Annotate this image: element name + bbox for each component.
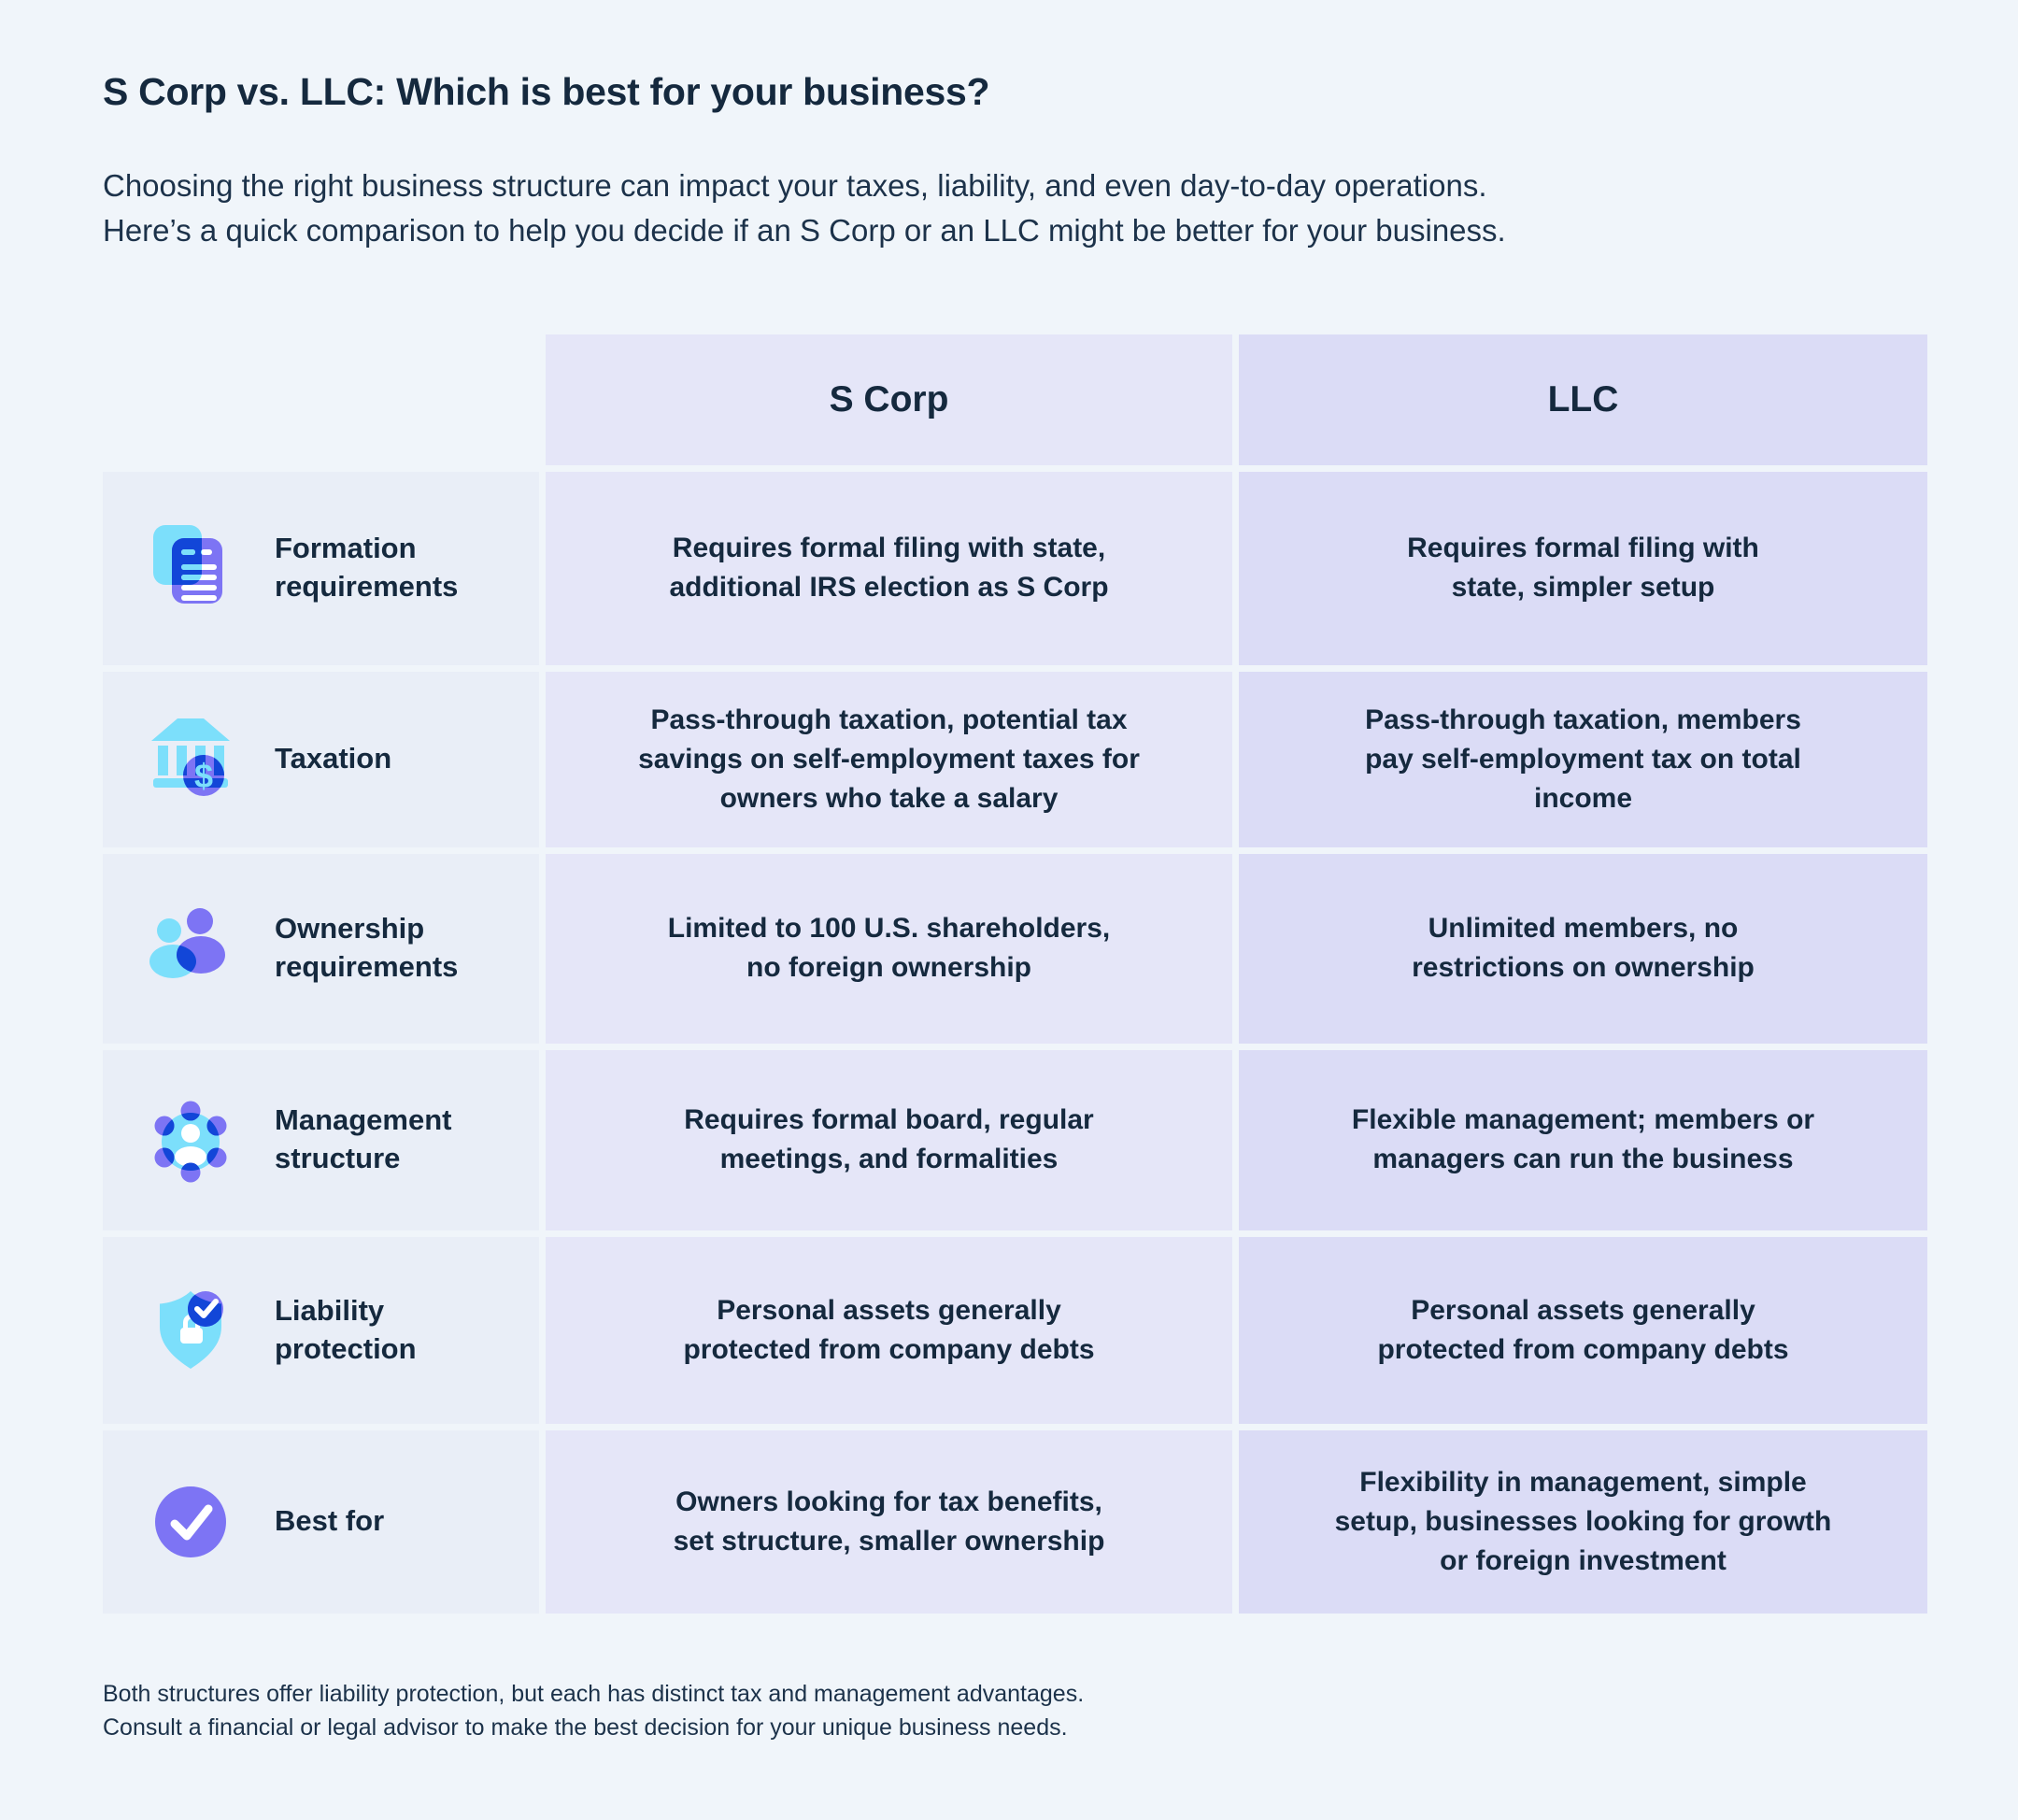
row-label-cell-ownership: Ownership requirements	[103, 853, 539, 1044]
comparison-table: S Corp LLC	[103, 334, 1927, 1614]
cell-text: Requires formal filing with state, simpl…	[1407, 533, 1759, 604]
row-label: Liability protection	[275, 1293, 417, 1365]
cell-text: Personal assets generally protected from…	[683, 1294, 1095, 1365]
cell-text: Requires formal filing with state, addit…	[669, 533, 1109, 604]
cell-scorp-management: Requires formal board, regular meetings,…	[546, 1049, 1232, 1230]
cell-llc-management: Flexible management; members or managers…	[1239, 1049, 1927, 1230]
row-label: Taxation	[275, 742, 392, 775]
header-spacer	[103, 334, 539, 465]
page-footnote: Both structures offer liability protecti…	[103, 1680, 1085, 1742]
infographic: S Corp vs. LLC: Which is best for your b…	[103, 70, 1927, 1742]
cell-scorp-bestfor: Owners looking for tax benefits, set str…	[546, 1429, 1232, 1614]
cell-text: Unlimited members, no restrictions on ow…	[1412, 913, 1755, 984]
row-label-cell-bestfor: Best for	[103, 1429, 539, 1614]
cell-text: Limited to 100 U.S. shareholders, no for…	[667, 913, 1111, 984]
bank-icon: $	[151, 718, 230, 796]
document-icon	[153, 525, 222, 604]
check-circle-icon	[155, 1486, 226, 1557]
cell-text: Pass-through taxation, potential tax sav…	[638, 704, 1140, 814]
cell-text: Flexible management; members or managers…	[1351, 1104, 1815, 1175]
row-label: Formation requirements	[275, 532, 459, 604]
column-header-scorp: S Corp	[546, 334, 1232, 465]
cell-llc-bestfor: Flexibility in management, simple setup,…	[1239, 1429, 1927, 1614]
column-header-llc: LLC	[1239, 334, 1927, 465]
cell-scorp-formation: Requires formal filing with state, addit…	[546, 471, 1232, 665]
cell-scorp-taxation: Pass-through taxation, potential tax sav…	[546, 671, 1232, 847]
page-title: S Corp vs. LLC: Which is best for your b…	[103, 70, 990, 113]
cell-scorp-ownership: Limited to 100 U.S. shareholders, no for…	[546, 853, 1232, 1044]
cell-text: Flexibility in management, simple setup,…	[1334, 1466, 1832, 1576]
cell-text: Requires formal board, regular meetings,…	[684, 1104, 1094, 1175]
cell-scorp-liability: Personal assets generally protected from…	[546, 1236, 1232, 1424]
cell-llc-ownership: Unlimited members, no restrictions on ow…	[1239, 853, 1927, 1044]
team-icon	[154, 1101, 227, 1183]
row-label: Management structure	[275, 1103, 452, 1175]
cell-text: Personal assets generally protected from…	[1377, 1294, 1789, 1365]
people-icon	[149, 908, 225, 979]
cell-llc-formation: Requires formal filing with state, simpl…	[1239, 471, 1927, 665]
page-subtitle: Choosing the right business structure ca…	[103, 168, 1506, 249]
row-label: Best for	[275, 1504, 385, 1538]
cell-llc-liability: Personal assets generally protected from…	[1239, 1236, 1927, 1424]
row-label-cell-formation: Formation requirements	[103, 471, 539, 665]
document-lines	[181, 549, 217, 602]
cell-text: Pass-through taxation, members pay self-…	[1365, 704, 1801, 814]
row-label-cell-taxation: $ Taxation	[103, 671, 539, 847]
cell-llc-taxation: Pass-through taxation, members pay self-…	[1239, 671, 1927, 847]
row-label-cell-liability: Liability protection	[103, 1236, 539, 1424]
cell-text: Owners looking for tax benefits, set str…	[673, 1486, 1105, 1557]
dollar-glyph: $	[194, 757, 213, 795]
row-label-cell-management: Management structure	[103, 1049, 539, 1230]
row-label: Ownership requirements	[275, 912, 459, 984]
shield-check-icon	[160, 1290, 223, 1369]
